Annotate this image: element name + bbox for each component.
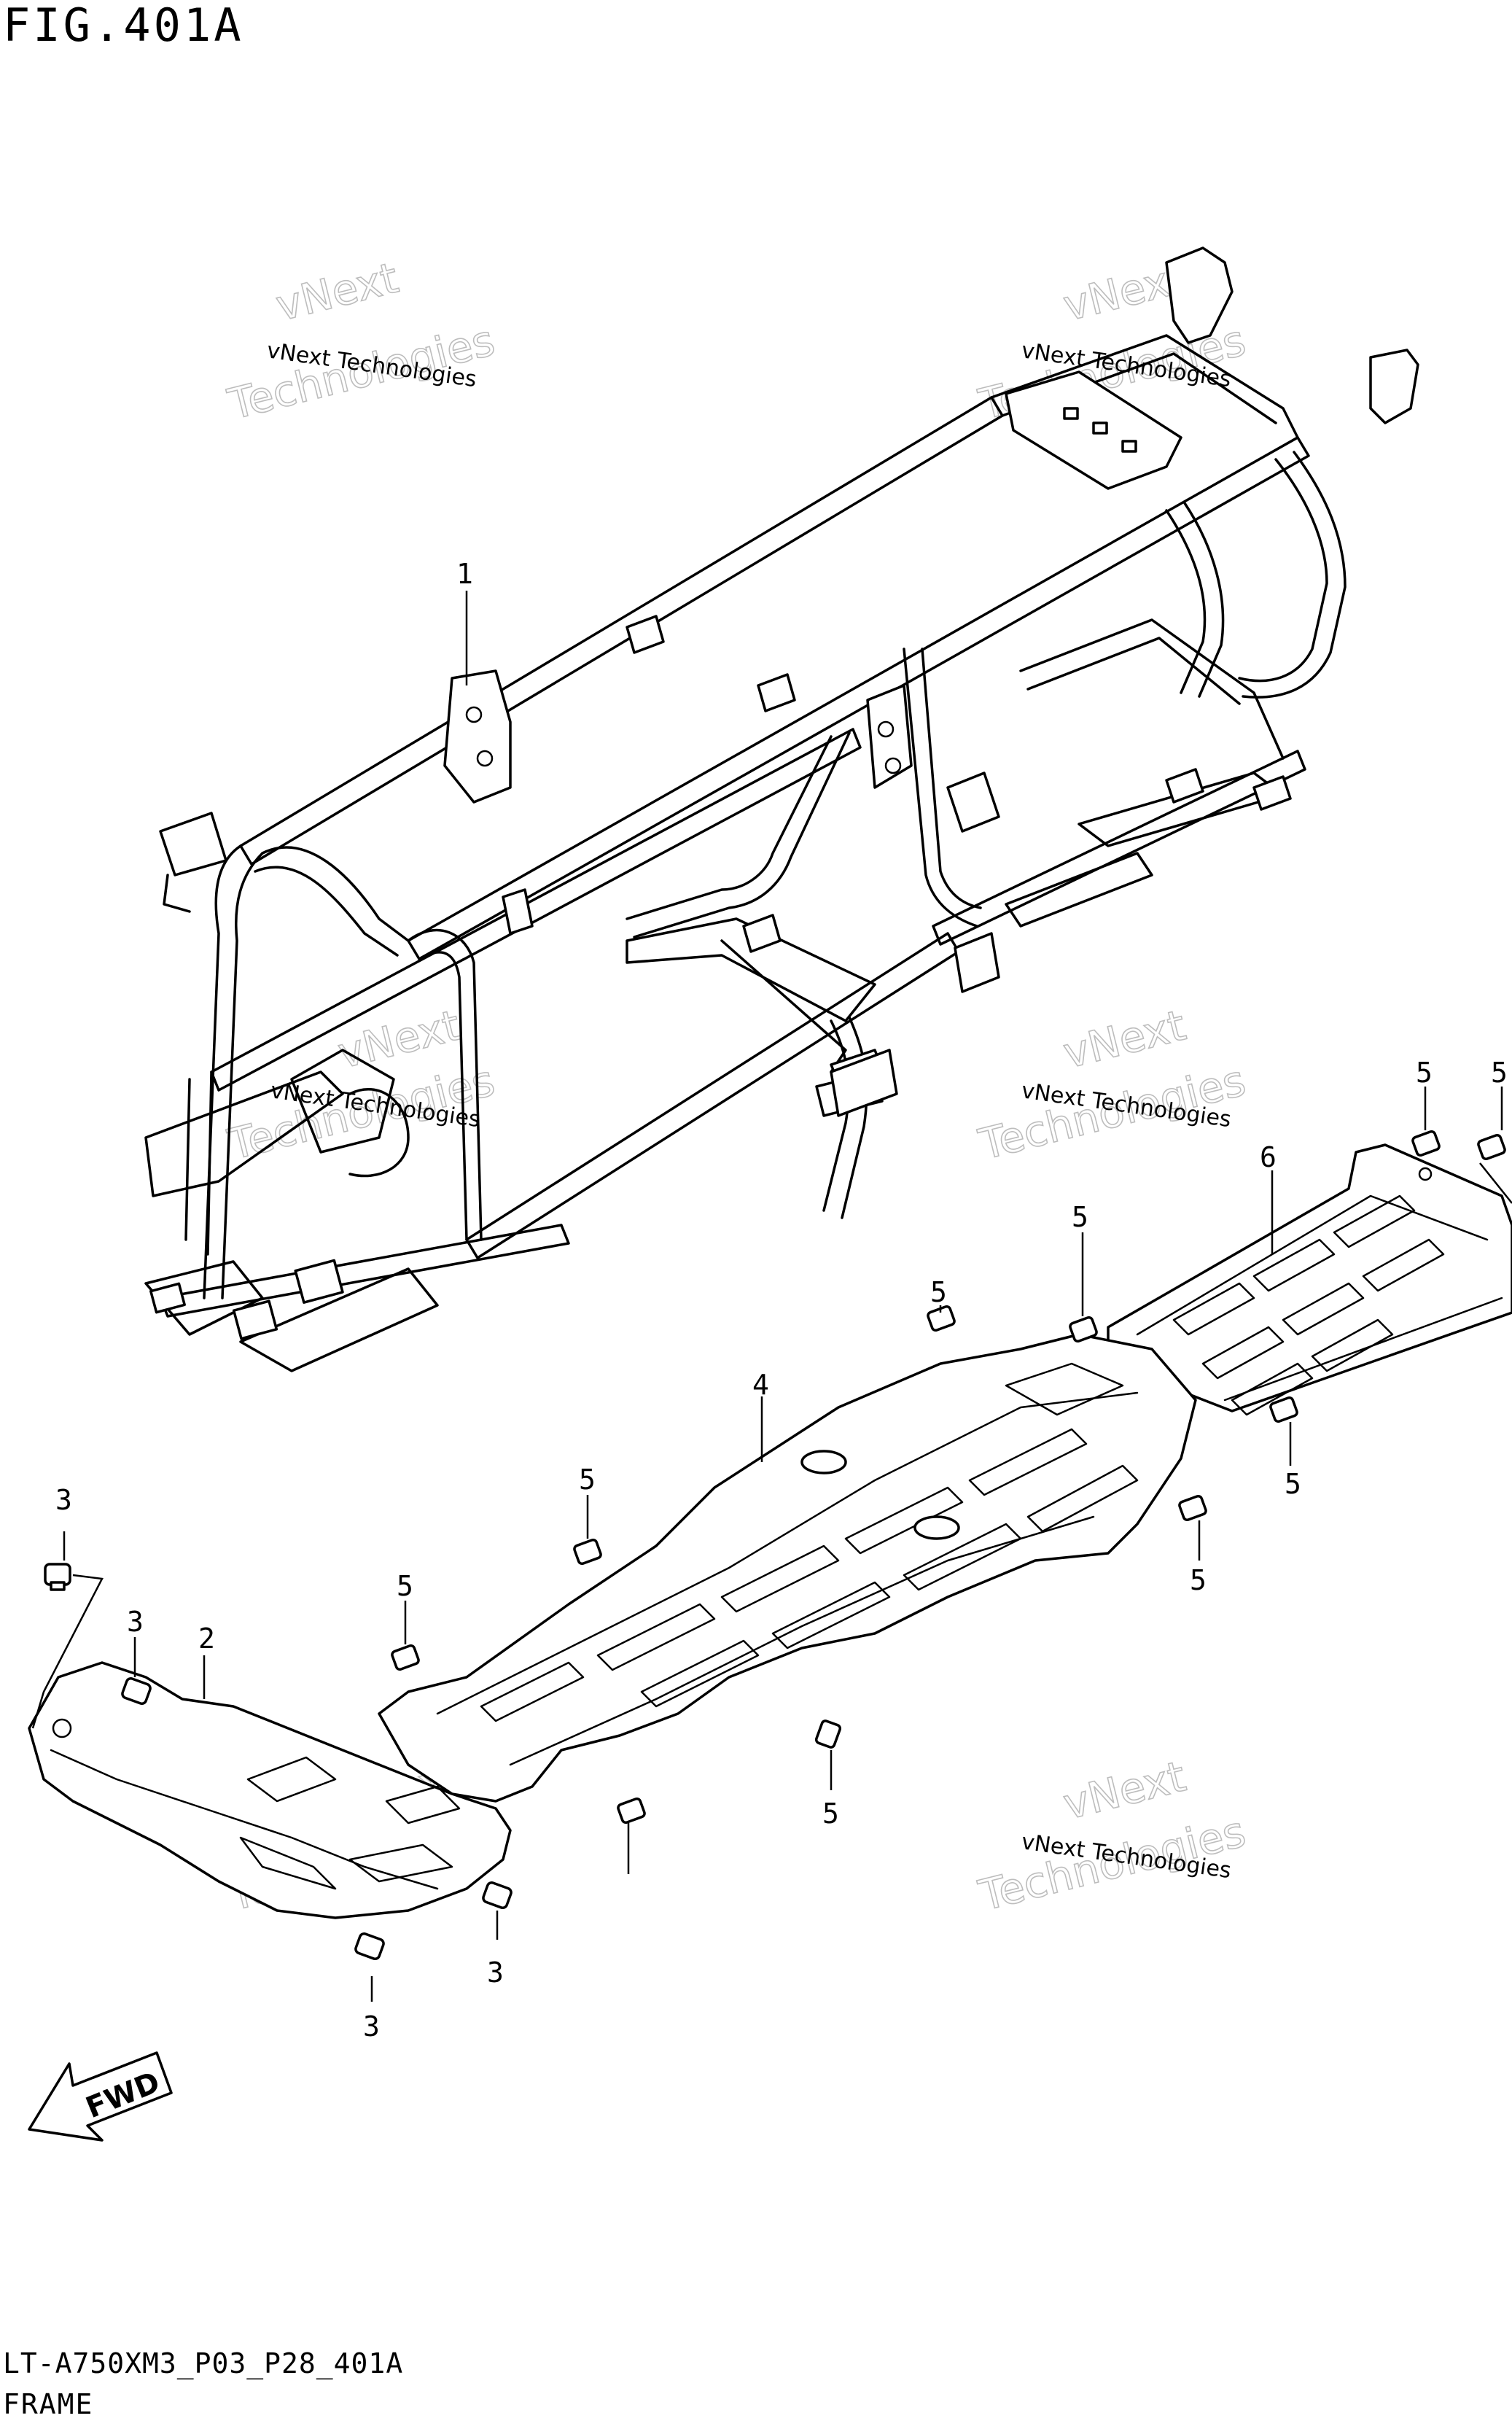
- leader-lines: [31, 591, 1512, 2002]
- callout-3-d: 3: [363, 2010, 380, 2043]
- callout-5-h: 5: [1190, 1564, 1207, 1596]
- bolt-5-d: [927, 1305, 956, 1332]
- section-name: FRAME: [3, 2388, 94, 2420]
- callout-4: 4: [752, 1369, 769, 1401]
- svg-text:vNext: vNext: [1059, 1000, 1190, 1079]
- bolt-3-c: [354, 1932, 385, 1961]
- callout-5-e: 5: [579, 1464, 596, 1496]
- watermark-mid-right: vNext Technologies vNext Technologies: [973, 1000, 1251, 1170]
- callout-2: 2: [198, 1623, 215, 1655]
- bolt-5-f: [391, 1644, 420, 1671]
- frame-assembly: [144, 246, 1419, 1372]
- callout-5-a: 5: [1416, 1057, 1433, 1089]
- bolt-5-i: [814, 1719, 842, 1749]
- bolt-5-c: [1069, 1316, 1098, 1343]
- callout-3-c: 3: [487, 1956, 504, 1989]
- bolt-group: [44, 1130, 1506, 1961]
- bolt-3-b: [121, 1676, 152, 1706]
- callout-3-b: 3: [127, 1606, 144, 1638]
- callout-5-g: 5: [1285, 1468, 1301, 1500]
- bolt-5-a: [1411, 1130, 1441, 1157]
- bolt-5-j: [617, 1797, 646, 1825]
- skid-plate-center: [378, 1333, 1197, 1803]
- callout-6: 6: [1260, 1141, 1277, 1173]
- skid-plate-rear: [1107, 1143, 1512, 1416]
- bolt-3-a: [44, 1563, 71, 1591]
- figure-title: FIG.401A: [3, 0, 244, 52]
- watermark-mid-left: vNext Technologies vNext Technologies: [222, 1000, 500, 1170]
- watermark-bottom-right: vNext Technologies vNext Technologies: [973, 1751, 1251, 1921]
- watermark-top-left: vNext Technologies vNext Technologies: [222, 252, 500, 430]
- svg-text:vNext: vNext: [271, 253, 403, 331]
- callout-5-i: 5: [822, 1798, 839, 1830]
- callout-1: 1: [456, 558, 473, 590]
- bolt-5-g: [1269, 1396, 1298, 1423]
- callout-5-d: 5: [930, 1276, 947, 1308]
- callout-labels: 1 2 3 3 3 3 4 5 5 5 5 5 5 5 5 5 6: [55, 558, 1508, 2043]
- svg-text:vNext: vNext: [1059, 1752, 1190, 1830]
- model-code: LT-A750XM3_P03_P28_401A: [3, 2347, 404, 2379]
- callout-5-c: 5: [1072, 1201, 1088, 1233]
- skid-plate-rear-ribs: [1172, 1194, 1445, 1416]
- fwd-arrow-icon: FWD: [28, 2051, 173, 2142]
- bolt-5-b: [1477, 1133, 1506, 1161]
- skid-plate-front: [28, 1661, 512, 1919]
- callout-5-b: 5: [1491, 1057, 1508, 1089]
- callout-3-a: 3: [55, 1484, 72, 1516]
- bolt-3-d: [482, 1881, 513, 1910]
- callout-5-f: 5: [397, 1570, 413, 1602]
- bolt-5-e: [573, 1538, 602, 1566]
- bolt-5-h: [1178, 1494, 1207, 1522]
- skid-plate-center-ribs: [480, 1428, 1139, 1722]
